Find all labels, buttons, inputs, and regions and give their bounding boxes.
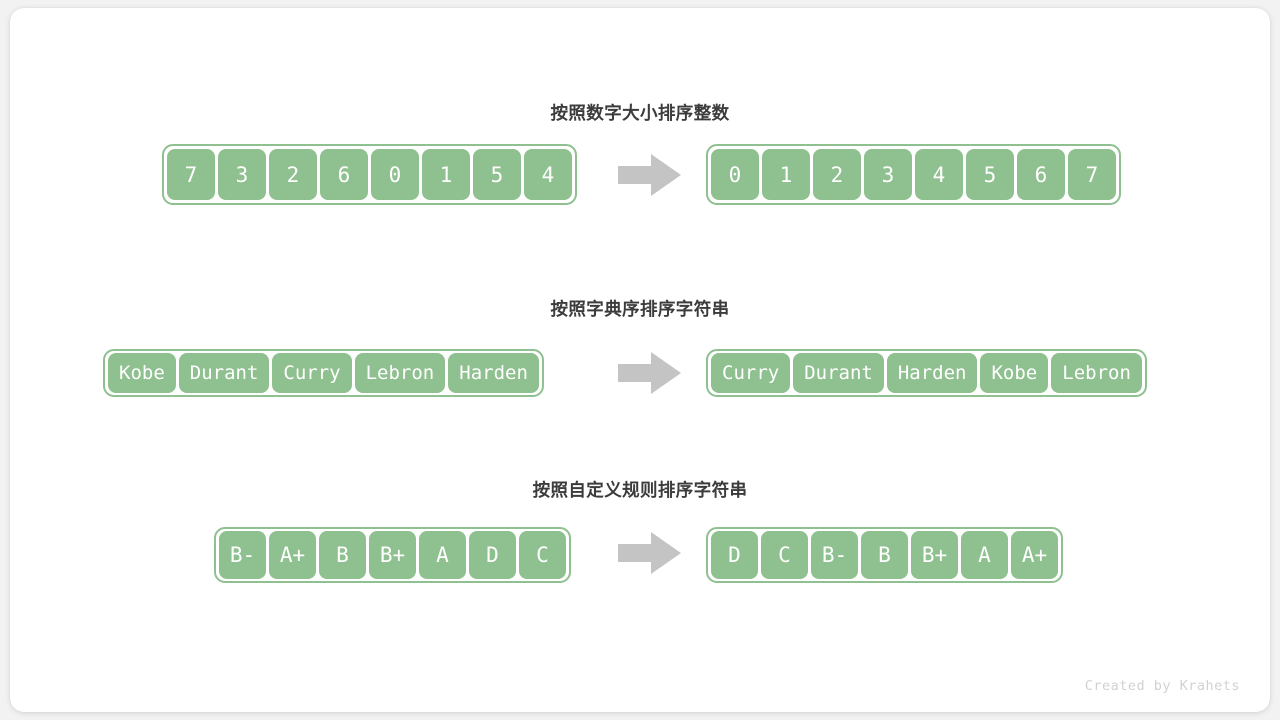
arrow-group bbox=[618, 351, 682, 395]
array-cell[interactable]: A+ bbox=[1011, 531, 1058, 579]
array-cell[interactable]: 4 bbox=[915, 149, 963, 200]
array-cell[interactable]: 3 bbox=[864, 149, 912, 200]
array-cell[interactable]: B- bbox=[219, 531, 266, 579]
array-cell[interactable]: A bbox=[419, 531, 466, 579]
credit-text: Created by Krahets bbox=[1084, 678, 1240, 694]
arrow-group bbox=[618, 531, 682, 575]
array-cell[interactable]: D bbox=[469, 531, 516, 579]
array-cell[interactable]: B bbox=[861, 531, 908, 579]
right-arrow-icon bbox=[618, 154, 681, 196]
right-arrow-icon bbox=[618, 352, 681, 394]
arrow-group bbox=[618, 153, 682, 197]
array-cell[interactable]: 7 bbox=[167, 149, 215, 200]
array-cell[interactable]: Harden bbox=[886, 353, 978, 393]
array-cell[interactable]: Lebron bbox=[354, 353, 446, 393]
array-cell[interactable]: B+ bbox=[369, 531, 416, 579]
output-array: 0 1 2 3 4 5 6 7 bbox=[706, 144, 1121, 205]
array-cell[interactable]: 7 bbox=[1068, 149, 1116, 200]
section-title: 按照数字大小排序整数 bbox=[550, 103, 730, 123]
output-array-group: 0 1 2 3 4 5 6 7 bbox=[706, 144, 1121, 205]
output-array: Curry Durant Harden Kobe Lebron bbox=[706, 349, 1147, 397]
array-cell[interactable]: 5 bbox=[473, 149, 521, 200]
array-cell[interactable]: A bbox=[961, 531, 1008, 579]
array-cell[interactable]: B+ bbox=[911, 531, 958, 579]
array-cell[interactable]: C bbox=[519, 531, 566, 579]
section-title: 按照自定义规则排序字符串 bbox=[532, 480, 748, 500]
input-array: 7 3 2 6 0 1 5 4 bbox=[162, 144, 577, 205]
array-cell[interactable]: 0 bbox=[711, 149, 759, 200]
array-comparison-row: 7 3 2 6 0 1 5 4 bbox=[10, 126, 1270, 212]
array-cell[interactable]: B- bbox=[811, 531, 858, 579]
output-array: D C B- B B+ A A+ bbox=[706, 527, 1063, 583]
array-cell[interactable]: Curry bbox=[272, 353, 352, 393]
array-cell[interactable]: 4 bbox=[524, 149, 572, 200]
input-array: Kobe Durant Curry Lebron Harden bbox=[103, 349, 544, 397]
array-cell[interactable]: 1 bbox=[422, 149, 470, 200]
array-cell[interactable]: 6 bbox=[1017, 149, 1065, 200]
output-array-group: Curry Durant Harden Kobe Lebron bbox=[706, 349, 1147, 397]
input-array-group: B- A+ B B+ A D C bbox=[214, 527, 571, 583]
section-sort-strings-custom: 按照自定义规则排序字符串 B- A+ B B+ A D C bbox=[10, 477, 1270, 589]
output-array-group: D C B- B B+ A A+ bbox=[706, 527, 1063, 583]
array-cell[interactable]: 3 bbox=[218, 149, 266, 200]
array-cell[interactable]: Kobe bbox=[980, 353, 1049, 393]
array-cell[interactable]: Durant bbox=[178, 353, 270, 393]
array-cell[interactable]: Kobe bbox=[108, 353, 176, 393]
array-cell[interactable]: Lebron bbox=[1051, 353, 1142, 393]
array-cell[interactable]: Durant bbox=[793, 353, 884, 393]
array-cell[interactable]: 0 bbox=[371, 149, 419, 200]
array-cell[interactable]: 2 bbox=[813, 149, 861, 200]
section-sort-integers: 按照数字大小排序整数 7 3 2 6 0 1 5 4 bbox=[10, 100, 1270, 212]
right-arrow-icon bbox=[618, 532, 681, 574]
array-cell[interactable]: Harden bbox=[448, 353, 539, 393]
array-comparison-row: Kobe Durant Curry Lebron Harden Curry bbox=[10, 322, 1270, 408]
array-comparison-row: B- A+ B B+ A D C D bbox=[10, 503, 1270, 589]
input-array-group: 7 3 2 6 0 1 5 4 bbox=[162, 144, 577, 205]
array-cell[interactable]: 6 bbox=[320, 149, 368, 200]
array-cell[interactable]: Curry bbox=[711, 353, 791, 393]
array-cell[interactable]: B bbox=[319, 531, 366, 579]
array-cell[interactable]: 2 bbox=[269, 149, 317, 200]
input-array-group: Kobe Durant Curry Lebron Harden bbox=[103, 349, 544, 397]
array-cell[interactable]: C bbox=[761, 531, 808, 579]
array-cell[interactable]: D bbox=[711, 531, 758, 579]
array-cell[interactable]: 1 bbox=[762, 149, 810, 200]
input-array: B- A+ B B+ A D C bbox=[214, 527, 571, 583]
section-sort-strings-lexicographic: 按照字典序排序字符串 Kobe Durant Curry Lebron Hard… bbox=[10, 296, 1270, 408]
illustration-card: 按照数字大小排序整数 7 3 2 6 0 1 5 4 bbox=[10, 8, 1270, 712]
array-cell[interactable]: A+ bbox=[269, 531, 316, 579]
section-title: 按照字典序排序字符串 bbox=[550, 299, 730, 319]
array-cell[interactable]: 5 bbox=[966, 149, 1014, 200]
